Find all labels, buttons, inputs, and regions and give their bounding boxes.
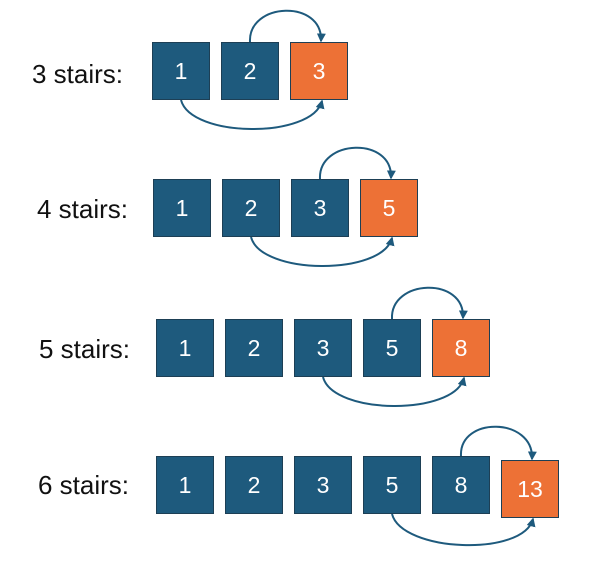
bottom-arrow: [250, 236, 395, 267]
row-label: 4 stairs:: [37, 194, 129, 224]
result-box: 3: [290, 42, 348, 100]
top-arrow: [248, 9, 326, 43]
step-box: 3: [291, 179, 349, 237]
step-box: 2: [225, 456, 283, 514]
step-box: 1: [156, 456, 214, 514]
step-box: 3: [294, 319, 352, 377]
top-arrow: [318, 146, 396, 180]
step-box: 2: [225, 319, 283, 377]
step-box: 1: [152, 42, 210, 100]
step-box: 5: [363, 319, 421, 377]
result-box: 13: [501, 460, 559, 518]
result-box: 8: [432, 319, 490, 377]
row-label: 3 stairs:: [32, 59, 124, 89]
row-label: 6 stairs:: [38, 470, 130, 500]
step-box: 5: [363, 456, 421, 514]
bottom-arrow: [180, 99, 325, 130]
step-box: 1: [153, 179, 211, 237]
step-box: 3: [294, 456, 352, 514]
result-box: 5: [360, 179, 418, 237]
step-box: 1: [156, 319, 214, 377]
step-box: 2: [222, 179, 280, 237]
row-label: 5 stairs:: [39, 334, 131, 364]
top-arrow: [459, 425, 537, 461]
step-box: 2: [221, 42, 279, 100]
top-arrow: [390, 286, 468, 320]
step-box: 8: [432, 456, 490, 514]
bottom-arrow: [391, 513, 536, 547]
bottom-arrow: [322, 376, 467, 407]
